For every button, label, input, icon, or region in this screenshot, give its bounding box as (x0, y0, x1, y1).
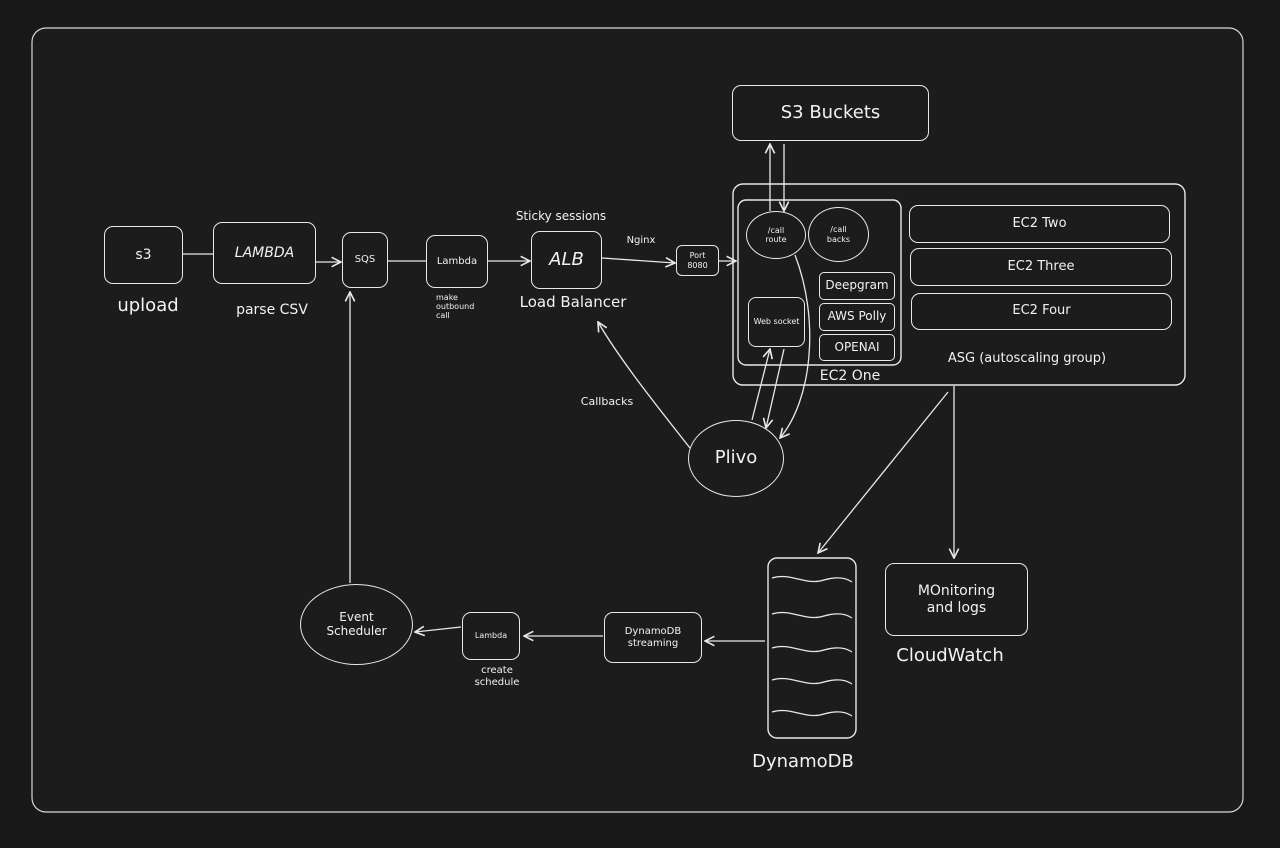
upload-label: upload (117, 295, 179, 316)
aws-polly-node: AWS Polly (819, 303, 895, 331)
plivo-node: Plivo (688, 420, 784, 497)
dynamodb-wave-2 (771, 611, 853, 619)
dynamodb-label: DynamoDB (752, 751, 854, 772)
parse-csv-label: parse CSV (236, 302, 308, 318)
dynamodb-table-icon (767, 557, 857, 739)
event-scheduler-node: Event Scheduler (300, 584, 413, 665)
asg-label: ASG (autoscaling group) (947, 351, 1107, 366)
ec2-three-node: EC2 Three (910, 248, 1172, 286)
alb-node: ALB (531, 231, 602, 289)
load-balancer-label: Load Balancer (519, 293, 627, 311)
cloudwatch-label: CloudWatch (896, 645, 1004, 666)
monitoring-node: MOnitoring and logs (885, 563, 1028, 636)
deepgram-node: Deepgram (819, 272, 895, 300)
sqs-node: SQS (342, 232, 388, 288)
asg-container (732, 183, 1186, 386)
port-8080-node: Port 8080 (676, 245, 719, 276)
s3-buckets-node: S3 Buckets (732, 85, 929, 141)
dynamodb-streaming-node: DynamoDB streaming (604, 612, 702, 663)
dynamodb-wave-4 (771, 677, 853, 685)
ec2-one-container (737, 199, 902, 366)
lambda-schedule-node: Lambda (462, 612, 520, 660)
dynamodb-wave-3 (771, 645, 853, 653)
ec2-one-label: EC2 One (819, 368, 881, 384)
callbacks-label: Callbacks (580, 395, 634, 408)
lambda-outbound-node: Lambda (426, 235, 488, 288)
edge-alb-port (601, 258, 675, 263)
openai-node: OPENAI (819, 334, 895, 361)
edge-plivo-websocket (751, 349, 770, 421)
create-schedule-label: create schedule (474, 665, 520, 688)
edge-callroute-plivo (780, 254, 811, 438)
ec2-two-node: EC2 Two (909, 205, 1170, 243)
dynamodb-wave-5 (771, 709, 853, 717)
dynamodb-wave-1 (771, 575, 853, 583)
lambda-main-node: LAMBDA (213, 222, 316, 284)
edge-websocket-plivo (766, 348, 785, 428)
ec2-four-node: EC2 Four (911, 293, 1172, 330)
outer-frame (31, 27, 1244, 813)
edge-plivo-alb (598, 322, 691, 449)
make-outbound-call-label: make outbound call (436, 293, 475, 321)
call-backs-node: /call backs (808, 207, 869, 262)
edge-lambda-scheduler (415, 627, 462, 632)
nginx-label: Nginx (626, 235, 656, 246)
call-route-node: /call route (746, 211, 806, 259)
s3-node: s3 (104, 226, 183, 284)
web-socket-node: Web socket (748, 297, 805, 347)
edge-asg-dynamodb (818, 391, 949, 553)
sticky-sessions-label: Sticky sessions (515, 209, 607, 223)
